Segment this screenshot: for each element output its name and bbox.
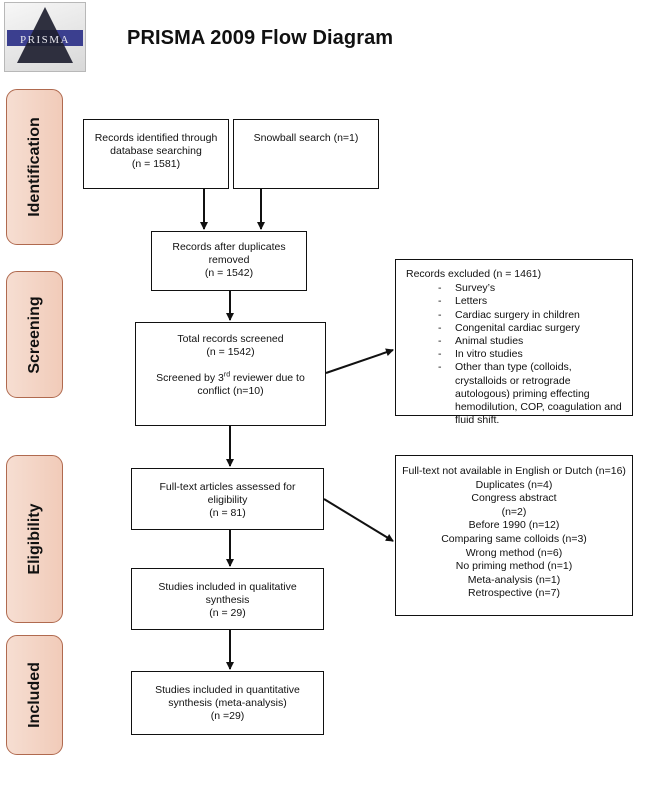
fulltext-assessed-box: Full-text articles assessed for eligibil…	[131, 468, 324, 530]
quantitative-synthesis-line2: synthesis (meta-analysis)	[168, 697, 287, 709]
third-reviewer-text-a: Screened by 3	[156, 372, 224, 384]
qualitative-synthesis-line1: Studies included in qualitative	[158, 581, 297, 593]
qualitative-synthesis-line2: synthesis	[205, 594, 250, 606]
third-reviewer-sup: rd	[223, 371, 231, 379]
exclusion-reason-item: Other than type (colloids, crystalloids …	[406, 361, 622, 427]
exclusion-reason-item: In vitro studies	[406, 348, 622, 361]
fulltext-excluded-box: Full-text not available in English or Du…	[395, 455, 633, 616]
qualitative-synthesis-box: Studies included in qualitative synthesi…	[131, 568, 324, 630]
records-after-duplicates-line1: Records after duplicates	[172, 241, 286, 253]
fulltext-assessed-count: (n = 81)	[209, 507, 246, 519]
records-after-duplicates-box: Records after duplicates removed (n = 15…	[151, 231, 307, 291]
stage-screening: Screening	[6, 271, 63, 398]
records-after-duplicates-count: (n = 1542)	[204, 267, 254, 279]
quantitative-synthesis-count: (n =29)	[210, 710, 245, 722]
exclusion-reason-item: Cardiac surgery in children	[406, 309, 622, 322]
fulltext-excluded-line: Retrospective (n=7)	[468, 587, 560, 600]
records-after-duplicates-line2: removed	[208, 254, 250, 266]
fulltext-excluded-line: Meta-analysis (n=1)	[467, 573, 561, 586]
fulltext-excluded-line: (n=2)	[501, 505, 527, 518]
exclusion-reason-item: Letters	[406, 295, 622, 308]
conflict-count: conflict (n=10)	[197, 385, 264, 397]
arrow-fulltext-to-excluded	[323, 498, 394, 542]
quantitative-synthesis-box: Studies included in quantitative synthes…	[131, 671, 324, 735]
fulltext-excluded-line: Congress abstract	[471, 492, 557, 505]
prisma-logo-text: PRISMA	[20, 34, 70, 46]
quantitative-synthesis-line1: Studies included in quantitative	[155, 684, 300, 696]
stage-included: Included	[6, 635, 63, 755]
page-title: PRISMA 2009 Flow Diagram	[127, 27, 394, 49]
fulltext-assessed-line2: eligibility	[207, 494, 248, 506]
records-excluded-box: Records excluded (n = 1461) Survey’s Let…	[395, 259, 633, 426]
records-identified-count: (n = 1581)	[131, 158, 181, 170]
records-screened-box: Total records screened (n = 1542) Screen…	[135, 322, 326, 426]
fulltext-excluded-line: Comparing same colloids (n=3)	[441, 532, 587, 545]
fulltext-excluded-line: Full-text not available in English or Du…	[402, 465, 626, 477]
prisma-logo: PRISMA	[4, 2, 86, 72]
fulltext-excluded-line: No priming method (n=1)	[455, 560, 573, 573]
exclusion-reason-item: Animal studies	[406, 335, 622, 348]
snowball-search-box: Snowball search (n=1)	[233, 119, 379, 189]
third-reviewer-line: Screened by 3rd reviewer due to	[136, 372, 325, 385]
arrow-screened-to-excluded	[325, 348, 394, 374]
records-excluded-heading: Records excluded (n = 1461)	[406, 268, 542, 280]
prisma-logo-graphic: PRISMA	[7, 7, 83, 63]
fulltext-excluded-line: Wrong method (n=6)	[465, 546, 563, 559]
exclusion-reason-list: Survey’s Letters Cardiac surgery in chil…	[406, 282, 622, 427]
fulltext-assessed-line1: Full-text articles assessed for	[159, 481, 296, 493]
records-screened-count: (n = 1542)	[206, 346, 255, 358]
records-identified-box: Records identified through database sear…	[83, 119, 229, 189]
exclusion-reason-item: Survey’s	[406, 282, 622, 295]
third-reviewer-text-b: reviewer due to	[230, 372, 305, 384]
records-screened-line1: Total records screened	[177, 333, 284, 345]
fulltext-excluded-line: Before 1990 (n=12)	[468, 519, 560, 532]
snowball-search-text: Snowball search (n=1)	[253, 132, 359, 144]
records-identified-line1: Records identified through	[94, 132, 218, 144]
records-identified-line2: database searching	[110, 145, 202, 157]
fulltext-excluded-line: Duplicates (n=4)	[475, 478, 553, 491]
exclusion-reason-item: Congenital cardiac surgery	[406, 322, 622, 335]
qualitative-synthesis-count: (n = 29)	[209, 607, 246, 619]
stage-eligibility: Eligibility	[6, 455, 63, 623]
stage-identification: Identification	[6, 89, 63, 245]
